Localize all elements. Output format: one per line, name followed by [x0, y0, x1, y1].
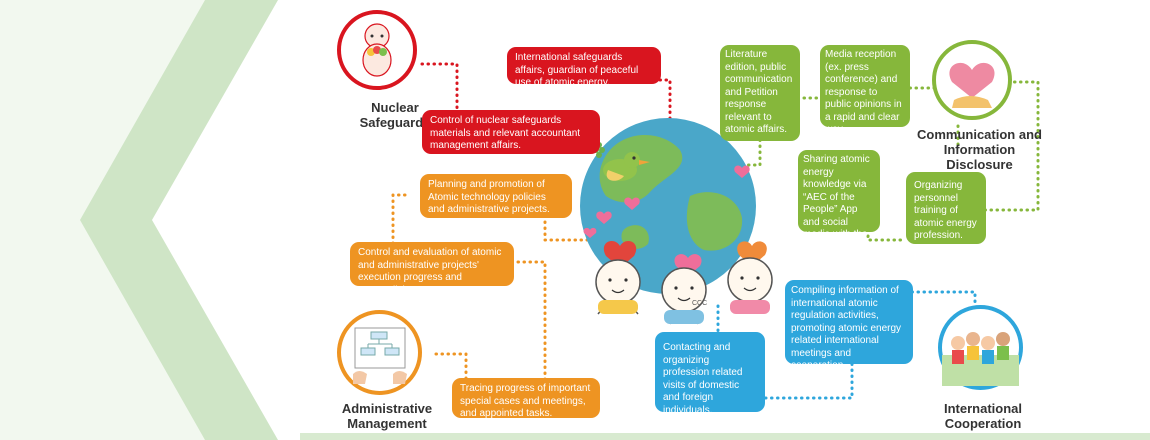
label-administrative-management: Administrative Management [341, 401, 433, 431]
label-nuclear-safeguards: Nuclear Safeguards [359, 100, 431, 130]
label-international-cooperation: International Cooperation [943, 401, 1022, 431]
connector-blue-2 [763, 362, 854, 400]
box-literature-edition: Literature edition, public communication… [720, 45, 800, 141]
box-media-reception: Media reception (ex. press conference) a… [820, 45, 910, 135]
label-communication: Communication and Information Disclosure [917, 127, 1042, 172]
administrative-icon-circle [337, 310, 422, 395]
box-compiling-information: Compiling information of international a… [785, 280, 913, 371]
children-illustration [595, 257, 773, 325]
connector-orange-1 [391, 193, 407, 252]
mascot-icon [362, 23, 392, 77]
connector-red-1 [420, 62, 459, 122]
box-control-safeguards-materials: Control of nuclear safeguards materials … [422, 110, 600, 154]
nuclear-icon-circle [337, 10, 417, 90]
box-planning-promotion: Planning and promotion of Atomic technol… [420, 174, 572, 218]
international-icon-circle [938, 305, 1023, 390]
connector-orange-4 [434, 352, 468, 382]
box-organizing-training: Organizing personnel training of atomic … [906, 172, 986, 244]
org-chart-hand-icon [353, 327, 407, 384]
chevron-stripe-shape [80, 0, 278, 440]
box-international-safeguards: International safeguards affairs, guardi… [507, 47, 661, 88]
communication-icon-circle [932, 40, 1012, 120]
connector-green-6 [866, 228, 907, 242]
globe-ccc-text: CCC [692, 300, 707, 307]
box-contacting-visits: Contacting and organizing profession rel… [655, 332, 765, 416]
connector-orange-3 [510, 260, 547, 382]
bottom-stripe [300, 433, 1150, 440]
box-control-evaluation: Control and evaluation of atomic and adm… [350, 242, 514, 296]
box-sharing-knowledge: Sharing atomic energy knowledge via “AEC… [798, 150, 880, 253]
chevron-bg-shape [0, 0, 215, 440]
box-tracing-progress: Tracing progress of important special ca… [452, 378, 600, 419]
children-group-icon [942, 332, 1019, 386]
heart-hand-icon [949, 62, 995, 108]
hearts-decoration [583, 165, 767, 276]
connector-green-3 [738, 138, 762, 167]
connector-blue-1 [910, 290, 977, 307]
bird-icon [603, 152, 650, 181]
